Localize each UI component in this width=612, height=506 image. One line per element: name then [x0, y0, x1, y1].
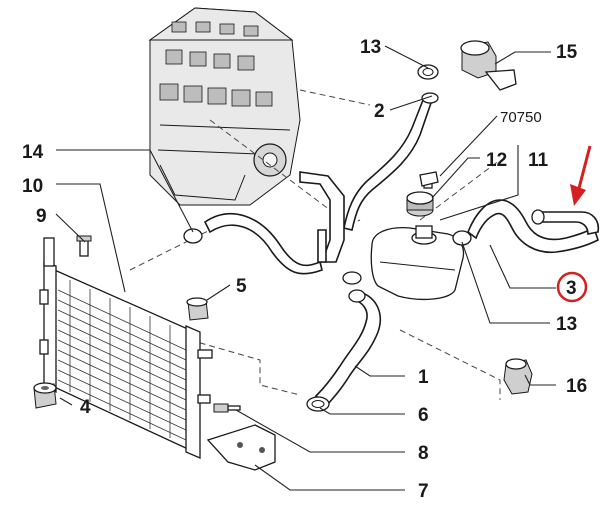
- bolt-part-8: [213, 403, 241, 413]
- clamp-part-13-lower: [452, 230, 472, 246]
- callout-16: 16: [566, 376, 587, 397]
- clamp-near-tank: [342, 271, 362, 285]
- callouts: 14 10 9 4 5 1 6 8 7 2 13 15 70750 12 11 …: [22, 37, 588, 502]
- callout-5: 5: [236, 276, 247, 297]
- hose-part-3: [467, 199, 600, 253]
- callout-6: 6: [418, 405, 429, 426]
- bracket-part-7: [206, 424, 276, 471]
- callout-13-bottom: 13: [556, 314, 577, 335]
- callout-15: 15: [556, 42, 578, 63]
- clip-part-70750: [419, 171, 439, 187]
- red-arrow-icon: [570, 145, 592, 206]
- callout-14: 14: [22, 142, 44, 163]
- callout-2: 2: [374, 101, 385, 122]
- callout-12: 12: [486, 150, 507, 171]
- clamp-part-13-upper: [417, 64, 439, 80]
- hose-part-2: [343, 92, 439, 231]
- thermostat-housing-part-15: [460, 40, 517, 91]
- hose-part-1: [314, 289, 382, 406]
- highlight-circle: [556, 271, 588, 303]
- callout-1: 1: [418, 367, 429, 388]
- callout-7: 7: [418, 481, 429, 502]
- radiator: [39, 237, 213, 459]
- callout-8: 8: [418, 443, 429, 464]
- callout-3: 3: [566, 278, 577, 299]
- callout-4: 4: [80, 397, 91, 418]
- expansion-tank-part-11: [370, 225, 465, 300]
- engine-outlet-pipe: [299, 171, 345, 263]
- engine-block: [148, 7, 301, 206]
- callout-13-top: 13: [360, 37, 381, 58]
- callout-10: 10: [22, 176, 43, 197]
- rubber-mount-part-4: [33, 382, 57, 409]
- clamp-part-6: [306, 396, 330, 412]
- callout-9: 9: [36, 206, 47, 227]
- bolt-part-9: [76, 235, 92, 257]
- sensor-housing-part-16: [503, 358, 533, 395]
- drawing-number: 70750: [500, 109, 542, 126]
- rubber-mount-part-5: [186, 297, 209, 321]
- callout-11: 11: [528, 150, 549, 171]
- hose-part-14: [183, 213, 323, 275]
- leader-lines: [55, 45, 556, 491]
